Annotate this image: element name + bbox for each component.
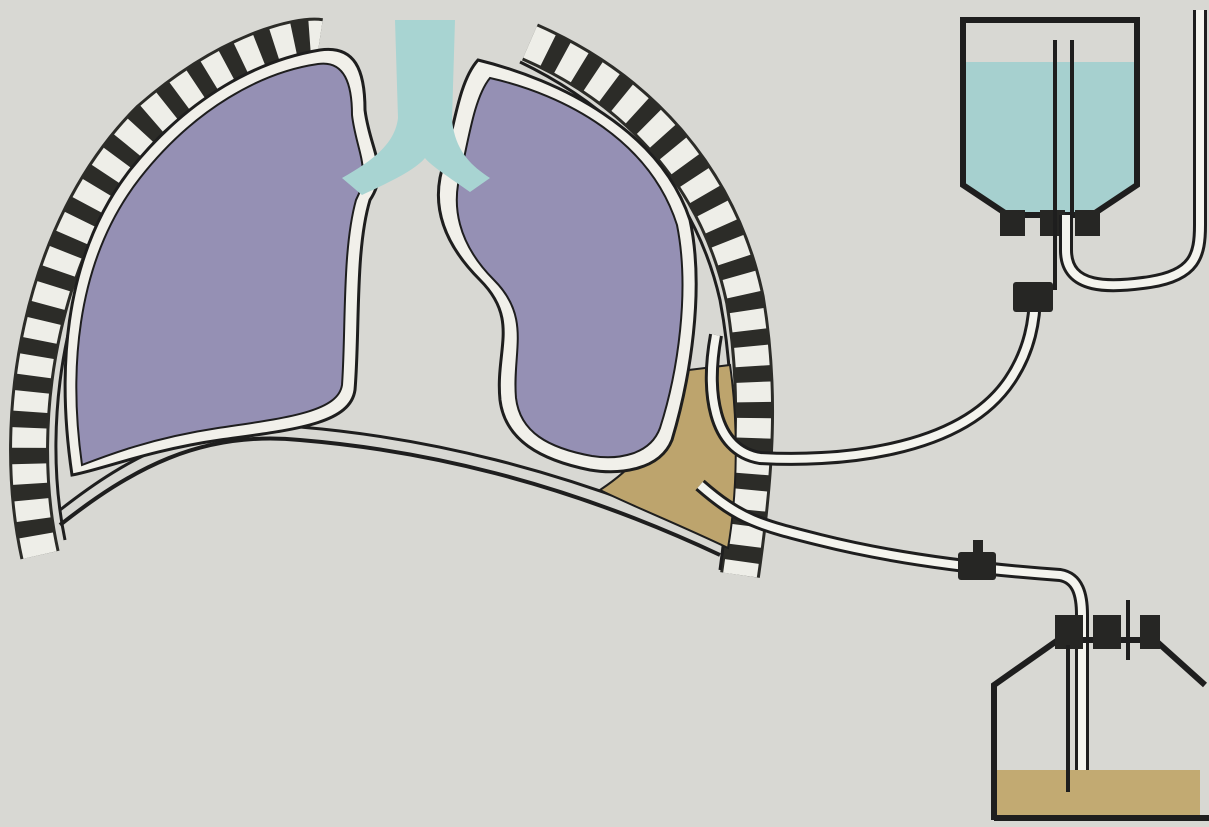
lower-bottle xyxy=(994,600,1209,820)
upper-bottle-stopper-left xyxy=(1000,210,1025,236)
upper-tube-clamp[interactable] xyxy=(1013,282,1053,312)
lower-tube-clamp[interactable] xyxy=(958,552,996,580)
upper-bottle-stopper-right xyxy=(1075,210,1100,236)
lower-bottle-stopper-left xyxy=(1055,615,1083,649)
upper-bottle xyxy=(960,10,1200,290)
lower-bottle-stopper-right xyxy=(1140,615,1160,649)
lower-bottle-stopper-mid xyxy=(1093,615,1121,649)
upper-bottle-water xyxy=(963,62,1137,215)
lower-tube-clamp-knob xyxy=(973,540,983,554)
lower-bottle-fluid xyxy=(994,770,1200,816)
left-lung xyxy=(65,49,379,475)
